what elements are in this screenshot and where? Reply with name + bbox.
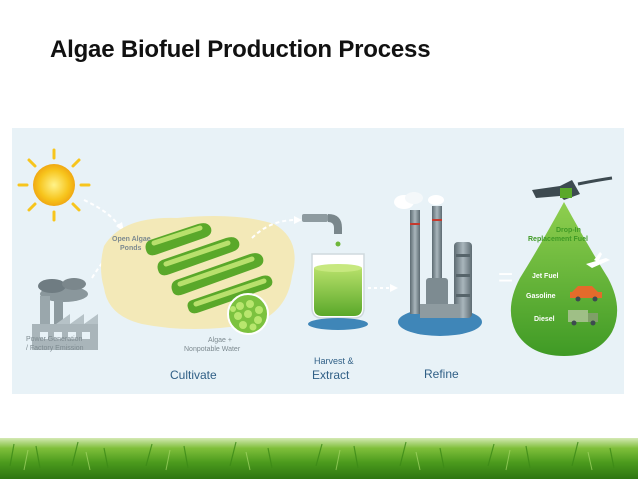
- grass-blades: [9, 441, 615, 471]
- equals-sign: =: [498, 262, 513, 292]
- truck-icon: [568, 310, 598, 326]
- ponds-label-line1: Open Algae: [112, 236, 151, 243]
- ponds-label-line2: Ponds: [120, 245, 141, 252]
- stage-harvest-line2: Extract: [312, 368, 350, 382]
- refinery-icon: [394, 192, 482, 336]
- fuel-gasoline: Gasoline: [526, 293, 556, 300]
- beaker-icon: [308, 253, 368, 330]
- fuel-title-line1: Drop-In: [556, 227, 581, 234]
- source-label-line2: / Factory Emission: [26, 345, 84, 352]
- ponds-arrow-head: [294, 216, 302, 224]
- source-label-line1: Power Generation: [26, 336, 83, 343]
- car-icon: [570, 286, 602, 302]
- fuel-nozzle-icon: [532, 176, 613, 200]
- fuel-jet: Jet Fuel: [532, 273, 559, 280]
- ponds-to-harvest-arrow: [251, 219, 297, 239]
- harvest-arrow-head: [390, 284, 398, 292]
- stage-refine: Refine: [424, 367, 459, 381]
- fuel-diesel: Diesel: [534, 316, 555, 323]
- sun-icon: [17, 148, 91, 222]
- sunlight-arrow: [83, 199, 121, 229]
- water-label-line1: Algae +: [208, 337, 232, 344]
- algae-cells-icon: [227, 293, 269, 335]
- water-label-line2: Nonpotable Water: [184, 346, 241, 353]
- faucet-icon: [302, 214, 342, 247]
- stage-harvest-line1: Harvest &: [314, 356, 354, 366]
- factory-icon: [32, 278, 98, 350]
- airplane-icon: [586, 252, 610, 268]
- slide-title: Algae Biofuel Production Process: [50, 36, 431, 63]
- stage-cultivate: Cultivate: [170, 368, 217, 382]
- fuel-title-line2: Replacement Fuel: [528, 236, 588, 243]
- process-diagram: Power Generation / Factory Emission Open…: [17, 148, 618, 382]
- diagram-panel: Power Generation / Factory Emission Open…: [12, 128, 624, 394]
- fuel-drop: [510, 202, 618, 356]
